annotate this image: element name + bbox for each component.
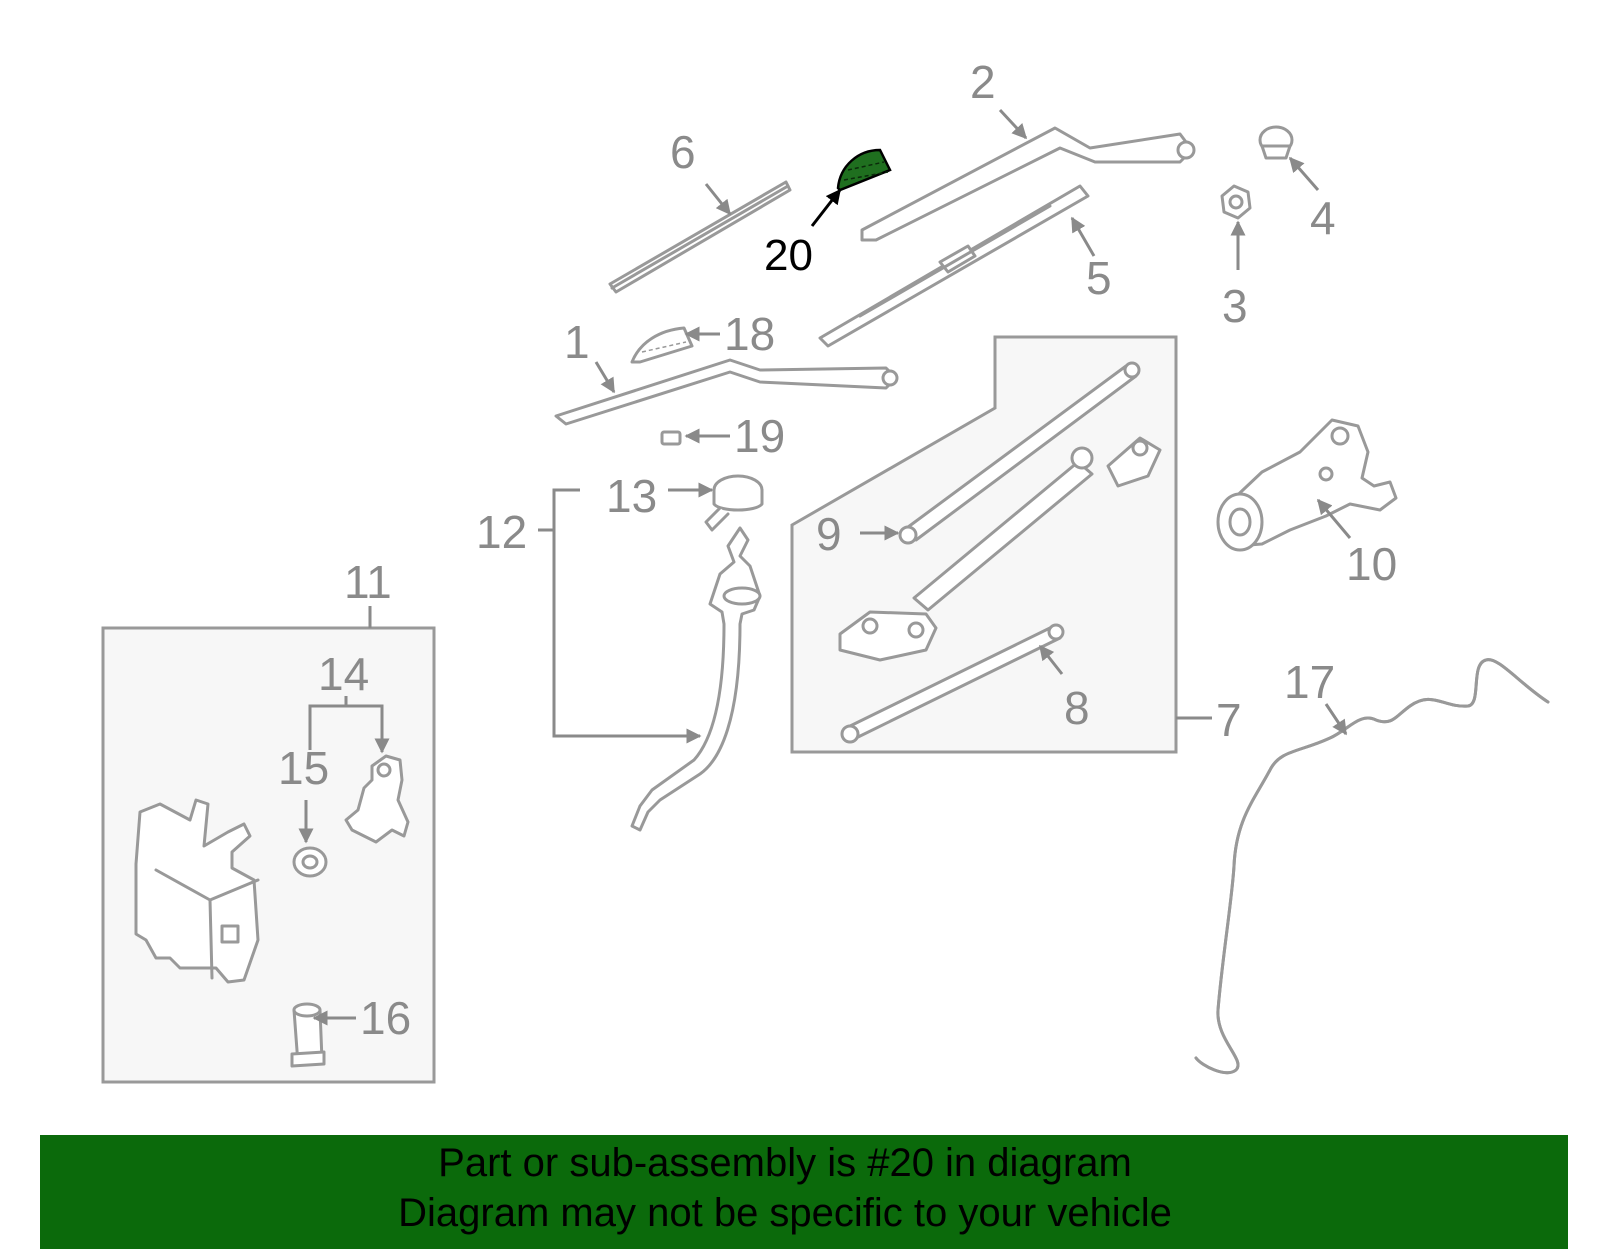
callout-15: 15 xyxy=(278,742,329,794)
part-9-linkage-rod[interactable] xyxy=(898,361,1141,545)
leader-2 xyxy=(998,108,1028,140)
banner-line-2: Diagram may not be specific to your vehi… xyxy=(398,1191,1172,1235)
callout-4: 4 xyxy=(1310,192,1336,244)
part-12-filler-neck[interactable] xyxy=(630,526,762,832)
callout-13: 13 xyxy=(606,470,657,522)
leader-10 xyxy=(1316,498,1352,539)
callout-2: 2 xyxy=(970,56,996,108)
callout-16: 16 xyxy=(360,992,411,1044)
part-13-tank-cap[interactable] xyxy=(704,474,764,532)
part-18-cover[interactable] xyxy=(630,326,694,364)
part-19-clip[interactable] xyxy=(660,430,682,446)
leader-17 xyxy=(1324,703,1348,736)
callout-19: 19 xyxy=(734,410,785,462)
callout-18: 18 xyxy=(724,308,775,360)
callout-3: 3 xyxy=(1222,280,1248,332)
callout-9: 9 xyxy=(816,508,842,560)
part-17-washer-hose[interactable] xyxy=(1194,658,1550,1075)
part-2-wiper-arm[interactable] xyxy=(860,126,1196,242)
part-11-washer-tank[interactable] xyxy=(134,798,260,984)
callout-12: 12 xyxy=(476,506,527,558)
linkage-link[interactable] xyxy=(838,436,1162,662)
leader-1 xyxy=(594,361,616,394)
callout-1: 1 xyxy=(564,316,590,368)
part-14-washer-pump[interactable] xyxy=(344,754,410,844)
callout-5: 5 xyxy=(1086,252,1112,304)
part-20-highlighted-cover[interactable] xyxy=(836,148,892,192)
part-16-filter[interactable] xyxy=(290,1002,326,1068)
part-3-nut[interactable] xyxy=(1220,184,1252,220)
callout-8: 8 xyxy=(1064,682,1090,734)
part-1-wiper-arm[interactable] xyxy=(554,358,899,426)
info-banner: Part or sub-assembly is #20 in diagram D… xyxy=(40,1135,1568,1249)
part-15-grommet[interactable] xyxy=(292,846,328,878)
callout-10: 10 xyxy=(1346,538,1397,590)
callout-17: 17 xyxy=(1284,656,1335,708)
callout-7: 7 xyxy=(1216,694,1242,746)
leader-6 xyxy=(704,183,732,216)
part-4-cap[interactable] xyxy=(1258,125,1294,160)
leader-4 xyxy=(1288,156,1320,191)
part-10-wiper-motor[interactable] xyxy=(1216,418,1398,552)
callout-11: 11 xyxy=(344,556,392,608)
callout-6: 6 xyxy=(670,126,696,178)
bracket-12 xyxy=(552,488,702,744)
leader-8 xyxy=(1038,644,1064,675)
part-8-linkage-rod[interactable] xyxy=(840,623,1065,744)
part-5-wiper-blade[interactable] xyxy=(818,184,1090,348)
callout-20: 20 xyxy=(764,231,813,280)
part-6-blade-refill[interactable] xyxy=(608,180,792,294)
callout-14: 14 xyxy=(318,648,369,700)
leader-5 xyxy=(1070,216,1096,257)
banner-line-1: Part or sub-assembly is #20 in diagram xyxy=(438,1141,1132,1185)
leader-20 xyxy=(810,188,842,227)
